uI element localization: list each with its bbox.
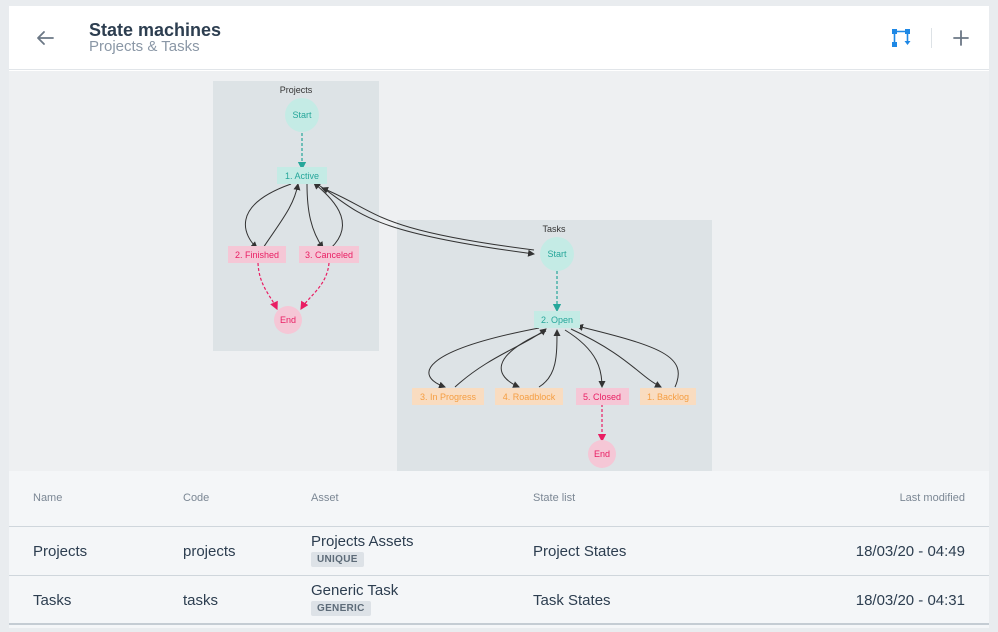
svg-text:3. In Progress: 3. In Progress — [420, 392, 477, 402]
edge-active-finished — [244, 183, 292, 249]
row-asset: Projects Assets — [311, 533, 414, 550]
edge-open-backlog — [570, 328, 662, 388]
arrow-left-icon — [37, 31, 54, 45]
node-open[interactable]: 2. Open — [534, 311, 580, 328]
edge-roadblock-open — [538, 329, 561, 388]
row-code: projects — [183, 543, 236, 560]
edge-backlog-open — [576, 324, 679, 388]
edge-finished-active — [262, 183, 301, 249]
node-in-progress[interactable]: 3. In Progress — [412, 388, 484, 405]
node-projects-end[interactable]: End — [274, 306, 302, 334]
page-title: State machines — [89, 20, 222, 40]
table-row[interactable]: Projects projects Projects Assets UNIQUE… — [9, 527, 989, 576]
graph-svg: Projects Tasks — [213, 81, 712, 471]
column-header-name[interactable]: Name — [33, 492, 63, 504]
svg-text:2. Finished: 2. Finished — [235, 250, 279, 260]
page-subtitle: Projects & Tasks — [89, 38, 200, 55]
svg-text:3. Canceled: 3. Canceled — [305, 250, 353, 260]
edge-open-inprogress — [428, 327, 540, 389]
svg-text:1. Active: 1. Active — [285, 171, 319, 181]
svg-text:5. Closed: 5. Closed — [583, 392, 621, 402]
app-window: State machines Projects & Tasks — [9, 6, 989, 628]
edge-active-tasks-start — [316, 183, 535, 257]
back-button[interactable] — [29, 24, 61, 52]
node-backlog[interactable]: 1. Backlog — [640, 388, 696, 405]
column-header-last-modified[interactable]: Last modified — [899, 492, 965, 504]
row-name: Projects — [33, 543, 88, 560]
node-tasks-start[interactable]: Start — [540, 237, 574, 271]
node-roadblock[interactable]: 4. Roadblock — [495, 388, 563, 405]
row-last-modified: 18/03/20 - 04:31 — [855, 592, 965, 609]
node-projects-start[interactable]: Start — [285, 98, 319, 132]
column-header-state-list[interactable]: State list — [533, 492, 576, 504]
plus-icon — [953, 30, 969, 46]
svg-text:Start: Start — [547, 249, 567, 259]
svg-text:2. Open: 2. Open — [541, 315, 573, 325]
row-state-list: Project States — [533, 543, 627, 560]
node-canceled[interactable]: 3. Canceled — [299, 246, 359, 263]
node-tasks-end[interactable]: End — [588, 440, 616, 468]
edge-active-canceled — [306, 183, 324, 249]
cluster-projects-label: Projects — [280, 85, 313, 95]
page-header: State machines Projects & Tasks — [9, 6, 989, 70]
table-header: Name Code Asset State list Last modified — [9, 471, 989, 527]
table-row[interactable]: Tasks tasks Generic Task GENERIC Task St… — [9, 576, 989, 625]
column-header-asset[interactable]: Asset — [311, 492, 339, 504]
svg-text:4. Roadblock: 4. Roadblock — [503, 392, 556, 402]
row-name: Tasks — [33, 592, 72, 609]
node-active[interactable]: 1. Active — [277, 167, 327, 184]
svg-text:1. Backlog: 1. Backlog — [647, 392, 689, 402]
add-button[interactable] — [949, 26, 973, 50]
svg-text:Start: Start — [292, 110, 312, 120]
column-header-code[interactable]: Code — [183, 492, 210, 504]
row-last-modified: 18/03/20 - 04:49 — [855, 543, 965, 560]
node-finished[interactable]: 2. Finished — [228, 246, 286, 263]
edge-tasks-start-active — [321, 187, 535, 251]
graph-icon — [892, 29, 911, 47]
toolbar-divider — [931, 28, 932, 48]
row-state-list: Task States — [533, 592, 611, 609]
edge-open-closed — [564, 329, 606, 388]
edge-open-roadblock — [500, 330, 547, 388]
svg-text:End: End — [594, 449, 610, 459]
cluster-tasks-label: Tasks — [542, 224, 566, 234]
node-closed[interactable]: 5. Closed — [576, 388, 629, 405]
state-machine-graph: Projects Tasks — [9, 71, 989, 471]
asset-badge: GENERIC — [311, 601, 371, 616]
graph-view-button[interactable] — [889, 26, 913, 50]
row-code: tasks — [183, 592, 219, 609]
edge-finished-end — [257, 262, 278, 311]
svg-text:End: End — [280, 315, 296, 325]
asset-badge: UNIQUE — [311, 552, 364, 567]
state-machines-table: Name Code Asset State list Last modified… — [9, 471, 989, 628]
edge-canceled-active — [313, 182, 344, 249]
row-asset: Generic Task — [311, 582, 399, 599]
edge-canceled-end — [300, 262, 330, 311]
